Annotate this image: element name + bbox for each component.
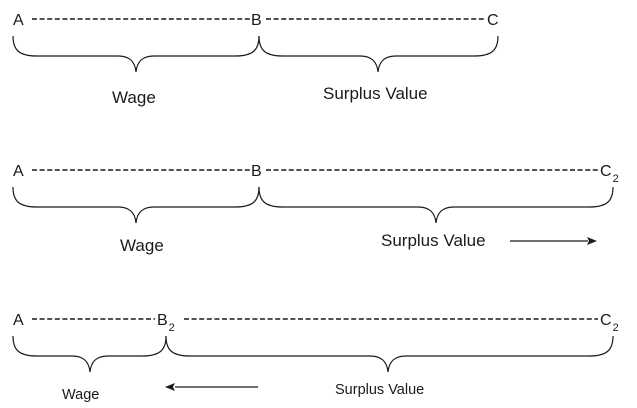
point-a: A — [13, 312, 24, 329]
wage-label: Wage — [112, 88, 156, 107]
point-a: A — [13, 163, 24, 180]
surplus-value-label: Surplus Value — [323, 84, 428, 103]
point-c2-subscript: 2 — [613, 322, 619, 334]
wage-brace — [12, 186, 260, 224]
point-c2: C2 — [600, 163, 619, 185]
wage-brace — [12, 335, 167, 373]
point-c2-letter: C — [600, 163, 612, 180]
surplus-brace — [165, 335, 614, 373]
point-c2: C2 — [600, 312, 619, 334]
point-a: A — [13, 12, 24, 29]
point-b2: B2 — [157, 312, 175, 334]
left-arrow-icon — [165, 383, 258, 391]
diagram-3: A B2 C2 Wage Surplus Value — [12, 312, 619, 403]
point-b2-subscript: 2 — [169, 322, 175, 334]
wage-label: Wage — [62, 387, 99, 403]
surplus-brace — [258, 186, 614, 224]
point-b: B — [251, 163, 262, 180]
diagram-1: A B C Wage Surplus Value — [12, 12, 499, 107]
wage-brace — [12, 35, 260, 73]
point-b2-letter: B — [157, 312, 168, 329]
right-arrow-icon — [510, 237, 597, 245]
surplus-value-label: Surplus Value — [335, 382, 424, 398]
wage-label: Wage — [120, 236, 164, 255]
point-b: B — [251, 12, 262, 29]
point-c2-letter: C — [600, 312, 612, 329]
surplus-brace — [258, 35, 499, 73]
point-c: C — [487, 12, 499, 29]
point-c2-subscript: 2 — [613, 173, 619, 185]
diagram-2: A B C2 Wage Surplus Value — [12, 163, 619, 255]
surplus-value-label: Surplus Value — [381, 231, 486, 250]
